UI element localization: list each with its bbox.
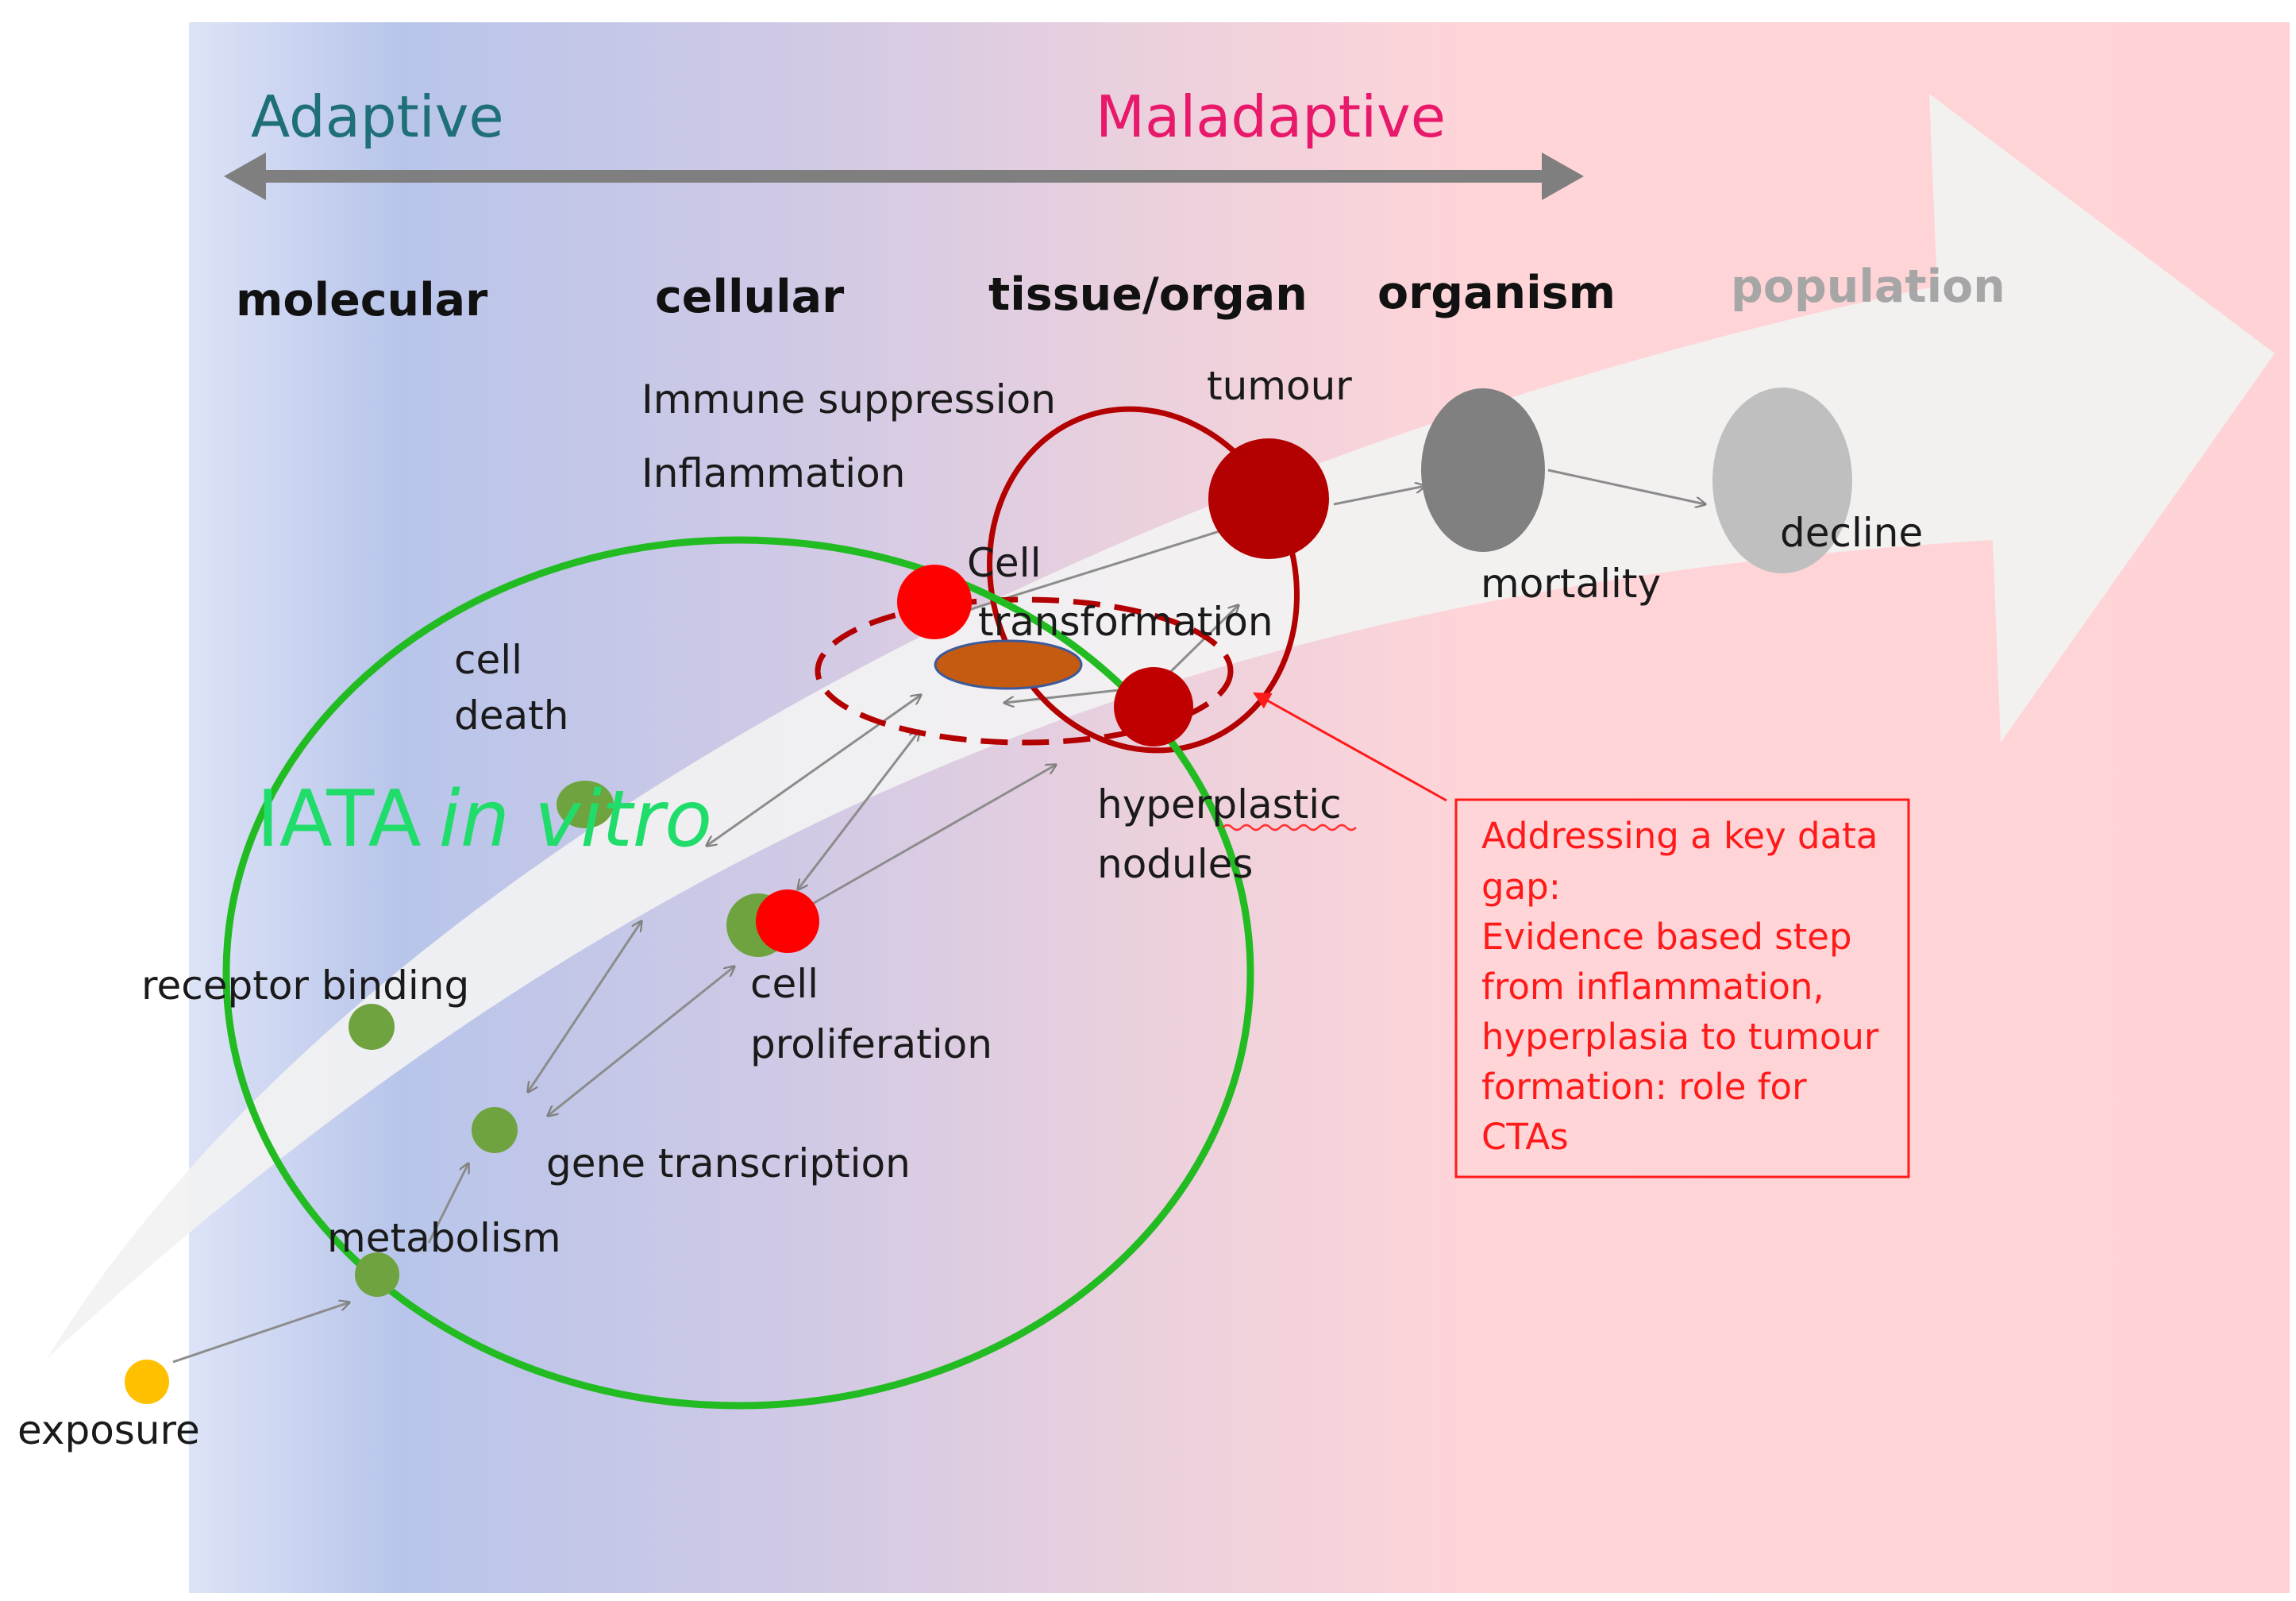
iata-suffix: in vitro — [439, 774, 712, 865]
note-line-6: formation: role for — [1481, 1066, 1807, 1108]
arrow-gene-proliferation — [548, 966, 734, 1116]
label-cell-death-line2: death — [454, 692, 568, 739]
label-exposure: exposure — [17, 1407, 200, 1453]
mortality-node — [1421, 388, 1545, 552]
tumour-node — [1208, 438, 1329, 559]
left-arrowhead — [224, 152, 266, 200]
arrow-proliferation-transformation — [798, 731, 919, 889]
label-tumour: tumour — [1207, 363, 1352, 409]
iata-circle — [222, 536, 1254, 1410]
label-cell-transformation-line2: transformation — [978, 599, 1273, 645]
iata-prefix: IATA — [256, 774, 422, 865]
level-population: population — [1731, 260, 2005, 313]
gene-transcription-node — [472, 1107, 518, 1153]
spellcheck-underline — [1222, 824, 1357, 831]
level-cellular: cellular — [655, 271, 844, 323]
level-organism: organism — [1377, 267, 1616, 319]
arrow-transformation-tumour — [968, 527, 1235, 611]
note-line-2: gap: — [1481, 866, 1561, 908]
label-gene-transcription: gene transcription — [546, 1140, 911, 1186]
arrow-exposure-metabolism — [172, 1302, 349, 1364]
label-metabolism: metabolism — [327, 1215, 561, 1261]
transformation-dashed-ellipse — [815, 596, 1234, 746]
label-cell-proliferation-line1: cell — [750, 961, 819, 1007]
right-arrowhead — [1542, 152, 1584, 200]
immune-inflammation-node — [897, 565, 972, 639]
label-immune-suppression: Immune suppression — [641, 376, 1056, 422]
level-tissue-organ: tissue/organ — [988, 268, 1308, 321]
maladaptive-heading: Maladaptive — [1096, 83, 1446, 150]
note-text: Addressing a key data gap: Evidence base… — [1481, 815, 1879, 1158]
arrow-tumour-mortality — [1333, 486, 1425, 506]
cell-transformation-node — [934, 639, 1083, 690]
label-inflammation: Inflammation — [641, 450, 905, 496]
label-cell-proliferation-line2: proliferation — [750, 1021, 992, 1067]
label-mortality: mortality — [1481, 561, 1661, 607]
label-decline: decline — [1780, 510, 1923, 556]
arrow-metabolism-gene — [427, 1163, 468, 1244]
label-cell-death-line1: cell — [454, 637, 522, 683]
note-line-1: Addressing a key data — [1481, 815, 1878, 857]
decline-node — [1712, 388, 1852, 573]
note-box — [1454, 798, 1910, 1179]
cell-death-node — [557, 781, 614, 828]
hyperplastic-nodules-node — [1114, 667, 1193, 746]
arrow-mortality-decline — [1547, 469, 1705, 504]
adaptive-heading: Adaptive — [251, 83, 504, 150]
label-cell-transformation-line1: Cell — [967, 540, 1041, 586]
note-line-7: CTAs — [1481, 1116, 1569, 1158]
note-line-4: from inflammation, — [1481, 966, 1824, 1008]
label-hyperplastic-line2: nodules — [1097, 841, 1253, 887]
label-receptor-binding: receptor binding — [141, 963, 469, 1009]
label-hyperplastic-line1: hyperplastic — [1097, 781, 1342, 828]
progression-arrow — [48, 94, 2275, 1358]
exposure-node — [125, 1360, 169, 1404]
level-molecular: molecular — [236, 274, 487, 326]
note-pointer-arrow — [1253, 692, 1447, 802]
metabolism-node — [355, 1252, 399, 1297]
arrow-proliferation-hyperplastic — [809, 765, 1056, 907]
receptor-binding-node — [349, 1004, 395, 1050]
cell-proliferation-red-node — [756, 889, 819, 953]
note-line-3: Evidence based step — [1481, 916, 1852, 958]
note-line-5: hyperplasia to tumour — [1481, 1016, 1879, 1058]
